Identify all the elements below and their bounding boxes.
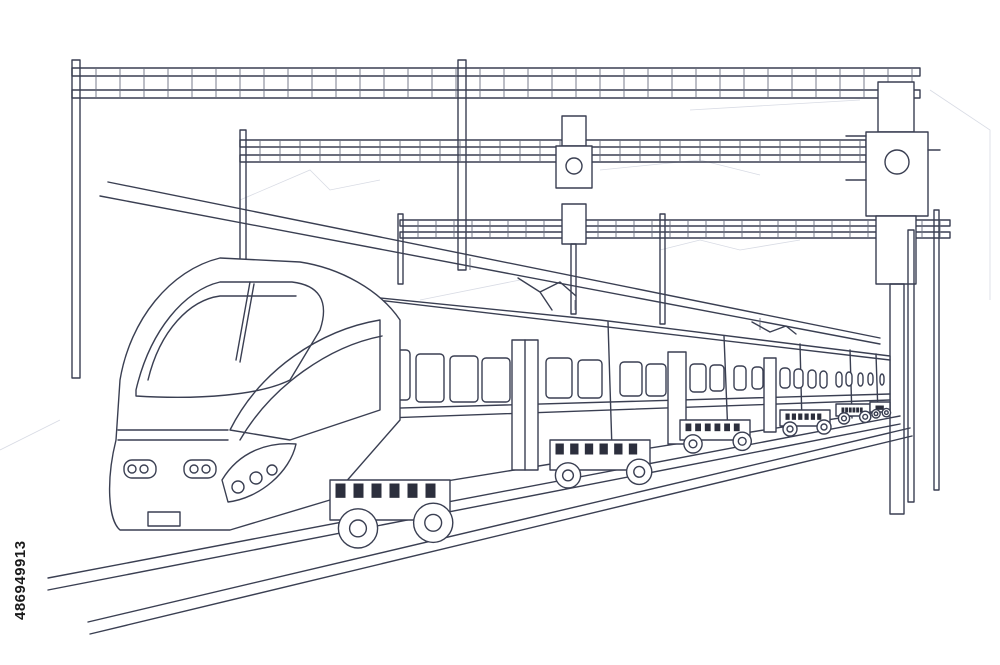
bogies	[329, 401, 892, 549]
overhead-gantry-far	[71, 59, 921, 379]
train	[108, 257, 891, 531]
stock-id-label: 486949913	[12, 540, 29, 620]
overhead-gantry-middle	[239, 129, 867, 281]
railway-track	[47, 415, 913, 635]
overhead-wires	[99, 181, 881, 345]
overhead-gantry-near	[397, 213, 951, 325]
signal-right	[845, 81, 941, 515]
signal-left	[555, 115, 593, 315]
